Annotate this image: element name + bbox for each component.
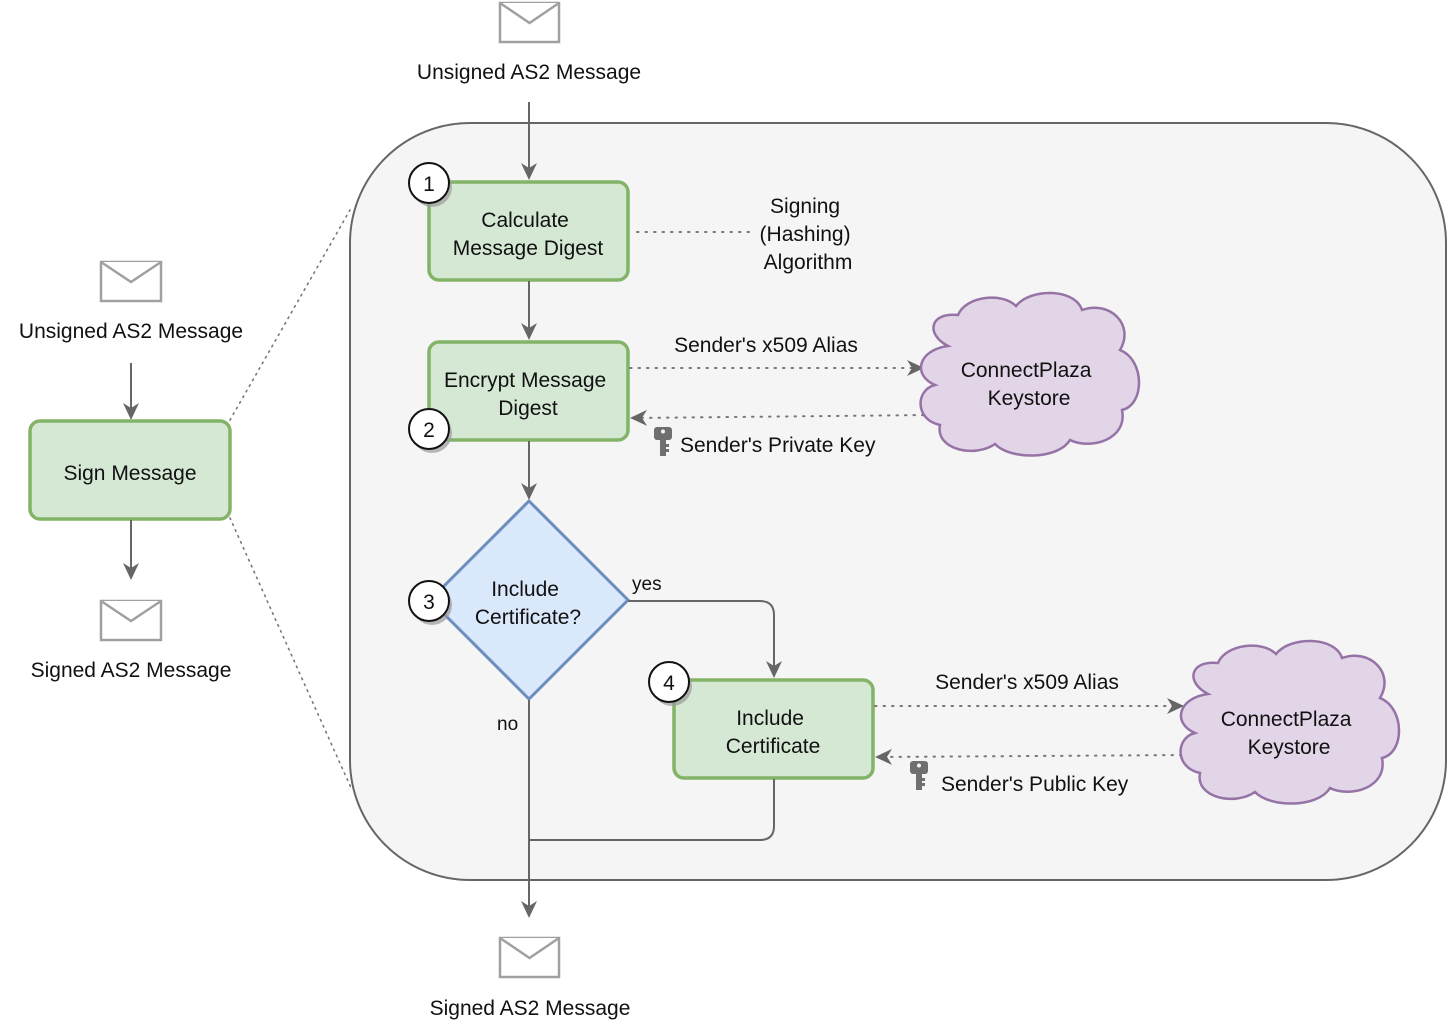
keystore-1-cloud[interactable]: ConnectPlaza Keystore	[919, 291, 1141, 457]
overview-input-label: Unsigned AS2 Message	[19, 320, 243, 343]
overview-flow: Unsigned AS2 Message Sign Message Signed…	[19, 209, 353, 791]
envelope-icon	[99, 260, 163, 303]
svg-text:3: 3	[423, 591, 435, 614]
svg-text:4: 4	[663, 672, 675, 695]
step-4-badge: 4	[648, 661, 692, 706]
step-3-label: Include Certificate?	[475, 578, 581, 629]
overview-output-message[interactable]: Signed AS2 Message	[31, 599, 232, 682]
step-1-badge: 1	[408, 162, 452, 207]
step-3-badge: 3	[408, 580, 452, 625]
detail-output-message[interactable]: Signed AS2 Message	[430, 936, 631, 1020]
detail-input-label: Unsigned AS2 Message	[417, 61, 641, 84]
envelope-icon	[498, 936, 561, 979]
step-3-include-certificate-decision[interactable]: Include Certificate?	[427, 498, 631, 702]
step-1-label: Calculate Message Digest	[453, 209, 604, 260]
envelope-icon	[498, 1, 561, 44]
zoom-guide-bottom	[229, 517, 353, 791]
yes-branch-arrow	[628, 600, 782, 678]
keystore-1-request-label: Sender's x509 Alias	[674, 334, 858, 357]
keystore-1-label: ConnectPlaza Keystore	[961, 359, 1098, 410]
overview-input-message[interactable]: Unsigned AS2 Message	[19, 260, 243, 343]
step-2-badge: 2	[408, 408, 452, 453]
svg-text:2: 2	[423, 419, 435, 442]
svg-text:1: 1	[423, 173, 435, 196]
detail-input-message[interactable]: Unsigned AS2 Message	[417, 1, 641, 84]
keystore-1-response-arrow	[630, 409, 933, 426]
keystore-2-response-arrow	[875, 748, 1191, 765]
step-4-merge-line	[529, 779, 775, 841]
step-2-label: Encrypt Message Digest	[444, 369, 612, 420]
step-2-encrypt-digest[interactable]: Encrypt Message Digest	[427, 340, 630, 442]
step-4-include-certificate[interactable]: Include Certificate	[672, 678, 875, 780]
overview-sign-message-node[interactable]: Sign Message	[28, 419, 232, 521]
step-1-calculate-digest[interactable]: Calculate Message Digest	[427, 180, 630, 282]
yes-branch-label: yes	[632, 574, 662, 595]
keystore-2-request-label: Sender's x509 Alias	[935, 671, 1119, 694]
keystore-2-cloud[interactable]: ConnectPlaza Keystore	[1179, 639, 1401, 805]
step-4-label: Include Certificate	[726, 707, 821, 758]
signing-algorithm-note: Signing (Hashing) Algorithm	[760, 195, 857, 274]
detail-container	[349, 122, 1447, 881]
overview-output-label: Signed AS2 Message	[31, 659, 232, 682]
overview-process-label: Sign Message	[63, 462, 196, 485]
detail-output-label: Signed AS2 Message	[430, 997, 631, 1020]
keystore-1-response-label: Sender's Private Key	[680, 434, 876, 457]
envelope-icon	[99, 599, 163, 642]
keystore-2-label: ConnectPlaza Keystore	[1221, 708, 1358, 759]
no-branch-label: no	[497, 714, 518, 735]
keystore-2-response-label: Sender's Public Key	[941, 773, 1129, 796]
zoom-guide-top	[229, 209, 351, 421]
